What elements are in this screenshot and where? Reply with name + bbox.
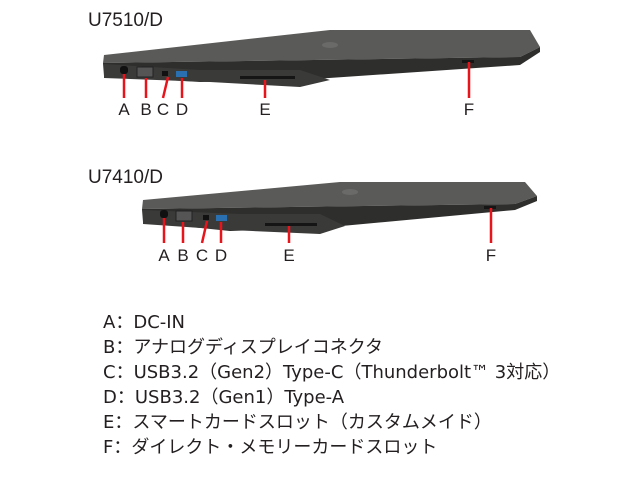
legend-text: DC-IN [133,312,186,333]
legend-item-b: B：アナログディスプレイコネクタ [103,335,560,360]
legend-key: D [103,387,117,408]
legend-key: B [103,337,116,358]
callouts-u7510 [122,62,471,99]
legend-text: USB3.2（Gen2）Type-C（Thunderbolt™ 3対応） [133,362,561,383]
legend-text: USB3.2（Gen1）Type-A [134,387,345,408]
callouts-u7410 [162,208,493,244]
laptop-u7410 [142,182,537,234]
port-label-e: E [283,246,294,265]
legend-item-e: E：スマートカードスロット（カスタムメイド） [103,410,560,435]
port-labels-u7510: A B C D E F [118,100,474,119]
legend-item-a: A：DC-IN [103,310,560,335]
port-label-d: D [176,100,188,119]
legend-key: C [103,362,116,383]
legend-key: A [103,312,116,333]
legend-sep: ： [113,437,132,458]
port-labels-u7410: A B C D E F [158,246,496,265]
legend-text: スマートカードスロット（カスタムメイド） [132,412,492,433]
port-label-c: C [157,100,169,119]
port-label-b: B [140,100,151,119]
callout-line-c [161,76,170,99]
legend-item-f: F：ダイレクト・メモリーカードスロット [103,435,560,460]
legend-text: ダイレクト・メモリーカードスロット [131,437,438,458]
port-label-b: B [177,246,188,265]
callout-line-c [200,220,209,244]
legend-key: E [103,412,115,433]
legend-item-c: C：USB3.2（Gen2）Type-C（Thunderbolt™ 3対応） [103,360,560,385]
model-title-u7410: U7410/D [88,167,163,188]
port-label-a: A [118,100,130,119]
laptop-u7510 [103,30,540,87]
legend-sep: ： [116,387,135,408]
legend-text: アナログディスプレイコネクタ [133,337,384,358]
port-label-c: C [196,246,208,265]
port-label-f: F [486,246,496,265]
legend-sep: ： [115,337,134,358]
model-title-u7510: U7510/D [88,10,163,31]
port-label-f: F [464,100,474,119]
legend-sep: ： [114,412,133,433]
legend-item-d: D：USB3.2（Gen1）Type-A [103,385,560,410]
legend-key: F [103,437,114,458]
port-label-e: E [259,100,270,119]
legend-sep: ： [115,362,134,383]
legend-sep: ： [115,312,134,333]
port-label-d: D [215,246,227,265]
laptop-diagrams: A B C D E F A B C D E F [103,30,540,265]
port-label-a: A [158,246,170,265]
port-legend: A：DC-IN B：アナログディスプレイコネクタ C：USB3.2（Gen2）T… [103,310,560,460]
